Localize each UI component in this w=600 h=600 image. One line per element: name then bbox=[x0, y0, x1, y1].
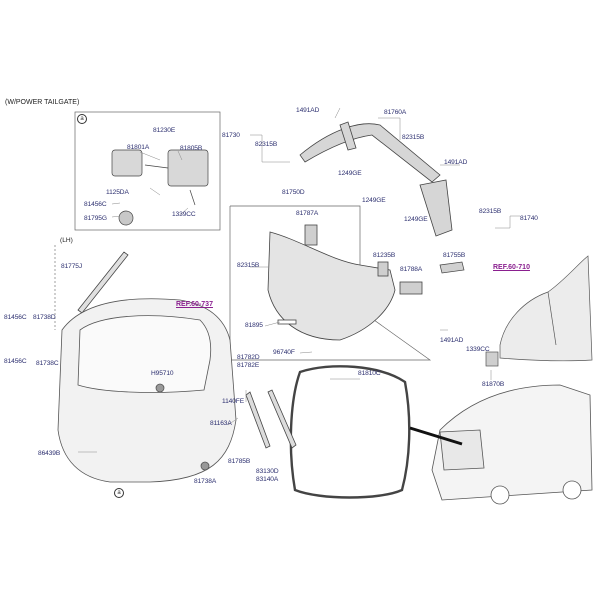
part-label: 82315B bbox=[237, 262, 260, 269]
weatherstrip-81810C bbox=[289, 365, 411, 499]
part-label: 83140A bbox=[256, 476, 279, 483]
inset-lh-label: (LH) bbox=[60, 237, 73, 244]
part-label: 1491AD bbox=[440, 337, 464, 344]
spoiler-assembly bbox=[299, 121, 453, 237]
part-label: 81801A bbox=[127, 144, 150, 151]
inset-box-a bbox=[74, 111, 221, 231]
part-label: 81870B bbox=[482, 381, 505, 388]
part-label: 81738C bbox=[36, 360, 59, 367]
leader-lines bbox=[78, 107, 520, 453]
body-opening bbox=[485, 255, 593, 367]
part-label: 81782E bbox=[237, 362, 260, 369]
part-label: 86439B bbox=[38, 450, 61, 457]
part-label: H95710 bbox=[151, 370, 174, 377]
tailgate-panel bbox=[57, 298, 237, 483]
part-label: 1339CC bbox=[172, 211, 196, 218]
circle-a-marker: a bbox=[77, 114, 87, 124]
gas-strut-81775J bbox=[77, 251, 129, 314]
part-label: 81785B bbox=[228, 458, 251, 465]
part-label: 96740F bbox=[273, 349, 295, 356]
part-label: 1125DA bbox=[106, 189, 129, 196]
part-label: 81810C bbox=[358, 370, 381, 377]
part-label: 81230E bbox=[153, 127, 176, 134]
circle-a-marker-lower: a bbox=[114, 488, 124, 498]
power-strut bbox=[245, 389, 297, 449]
part-label: 81738D bbox=[33, 314, 56, 321]
part-label: 81787A bbox=[296, 210, 319, 217]
part-label: 82315B bbox=[479, 208, 502, 215]
part-label: 1140FE bbox=[222, 398, 245, 405]
header-label: (W/POWER TAILGATE) bbox=[5, 99, 80, 106]
part-label: 81760A bbox=[384, 109, 407, 116]
part-label: 81755B bbox=[443, 252, 466, 259]
part-label: 1249GE bbox=[404, 216, 428, 223]
part-label: 82315B bbox=[402, 134, 425, 141]
part-label: 81782D bbox=[237, 354, 260, 361]
part-label: 1491AD bbox=[296, 107, 320, 114]
part-label: 81456C bbox=[4, 314, 27, 321]
part-label: 1491AD bbox=[444, 159, 468, 166]
part-label: 81456C bbox=[4, 358, 27, 365]
part-label: 82315B bbox=[255, 141, 278, 148]
ref-link-60-737[interactable]: REF.60-737 bbox=[176, 301, 213, 308]
part-label: 1249GE bbox=[362, 197, 386, 204]
part-label: 81730 bbox=[222, 132, 240, 139]
callout-arrow bbox=[409, 426, 463, 446]
vehicle-silhouette bbox=[431, 384, 593, 505]
part-label: 1339CC bbox=[466, 346, 490, 353]
part-label: 81163A bbox=[210, 420, 232, 427]
trim-panel-81750D bbox=[267, 224, 423, 341]
part-label: 81788A bbox=[400, 266, 423, 273]
part-label: 81750D bbox=[282, 189, 305, 196]
part-label: 83130D bbox=[256, 468, 279, 475]
part-label: 81738A bbox=[194, 478, 217, 485]
part-label: 81456C bbox=[84, 201, 107, 208]
ref-link-60-710[interactable]: REF.60-710 bbox=[493, 264, 530, 271]
trim-piece-81755B bbox=[439, 261, 465, 274]
part-label: 81740 bbox=[520, 215, 538, 222]
part-label: 81775J bbox=[61, 263, 83, 270]
latch-motor-assembly bbox=[111, 149, 209, 226]
trim-callout-box bbox=[229, 205, 432, 361]
part-label: 81235B bbox=[373, 252, 396, 259]
part-label: 81895 bbox=[245, 322, 263, 329]
part-label: 1249GE bbox=[338, 170, 362, 177]
part-label: 81795G bbox=[84, 215, 107, 222]
part-label: 81805B bbox=[180, 145, 203, 152]
